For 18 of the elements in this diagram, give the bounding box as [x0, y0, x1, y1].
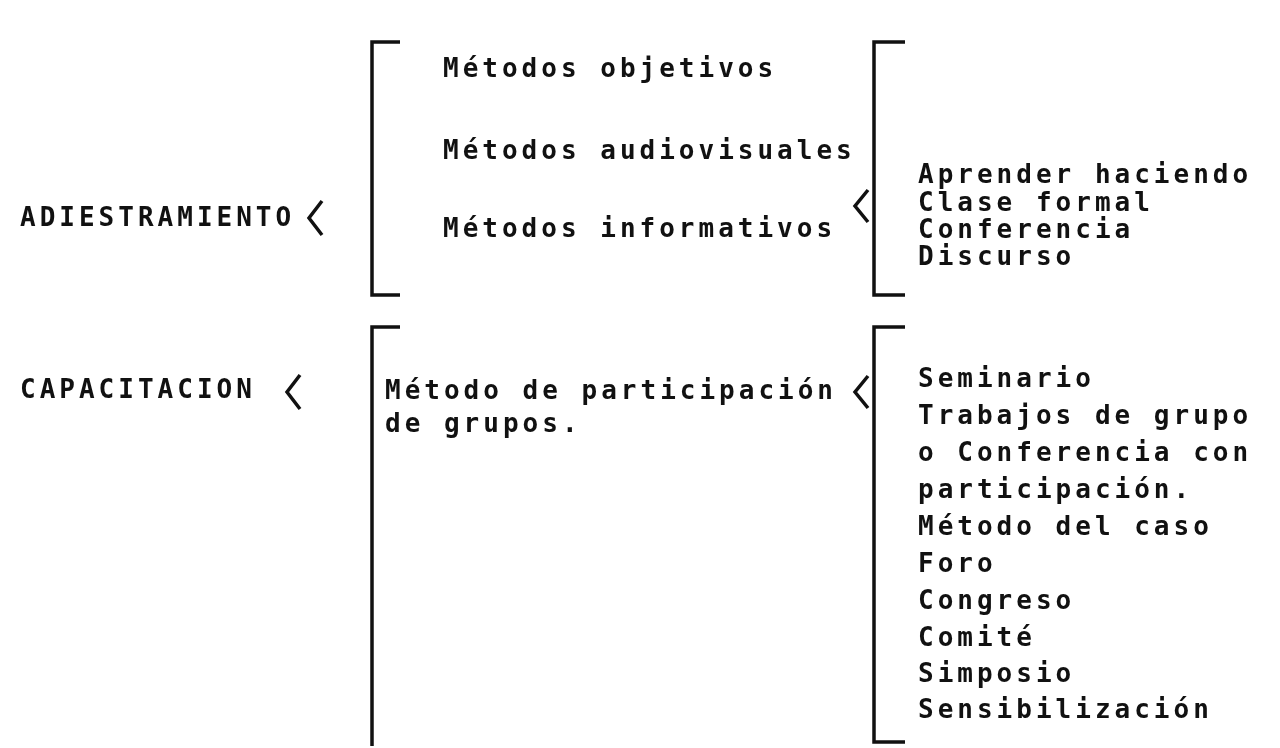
method-label: Métodos objetivos [443, 52, 778, 85]
category-heading: CAPACITACION [20, 374, 256, 404]
technique-label: Método del caso [918, 510, 1213, 543]
technique-label: Conferencia [918, 216, 1135, 243]
technique-label: Foro [918, 547, 997, 580]
method-label: Métodos audiovisuales [443, 134, 856, 167]
technique-label: Sensibilización [918, 693, 1213, 726]
technique-label: Comité [918, 621, 1036, 654]
category-heading: ADIESTRAMIENTO [20, 202, 296, 232]
technique-label: Congreso [918, 584, 1076, 617]
method-label: Métodos informativos [443, 212, 837, 245]
technique-label: Discurso [918, 243, 1076, 270]
technique-label: Aprender haciendo [918, 161, 1253, 188]
technique-label: Trabajos de grupo o Conferencia con participación. [918, 399, 1254, 506]
method-label: Método de participación de grupos. [385, 374, 839, 440]
technique-label: Seminario [918, 362, 1095, 395]
technique-label: Clase formal [918, 189, 1154, 216]
technique-label: Simposio [918, 657, 1076, 690]
